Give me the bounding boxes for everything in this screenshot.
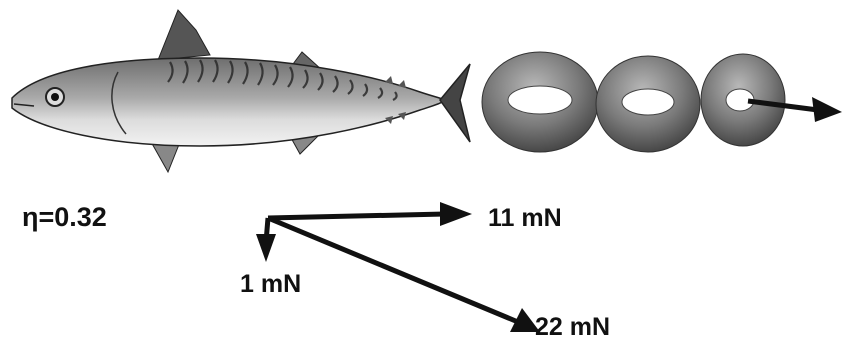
fish-body	[12, 58, 446, 146]
force-label-1mN: 1 mN	[240, 272, 301, 297]
dorsal-fin	[158, 10, 210, 60]
efficiency-label: η=0.32	[22, 204, 107, 231]
force-label-22mN: 22 mN	[535, 315, 610, 340]
vortex-rings-icon	[482, 52, 785, 152]
force-arrow-11mN	[268, 202, 472, 226]
mackerel-illustration	[12, 10, 470, 172]
force-arrow-22mN	[268, 218, 540, 332]
tail-fin	[440, 64, 470, 142]
vortex-ring	[701, 54, 785, 146]
force-arrow-1mN	[256, 218, 276, 262]
force-label-11mN: 11 mN	[488, 206, 562, 231]
vortex-ring	[596, 56, 700, 152]
vortex-ring	[482, 52, 598, 152]
